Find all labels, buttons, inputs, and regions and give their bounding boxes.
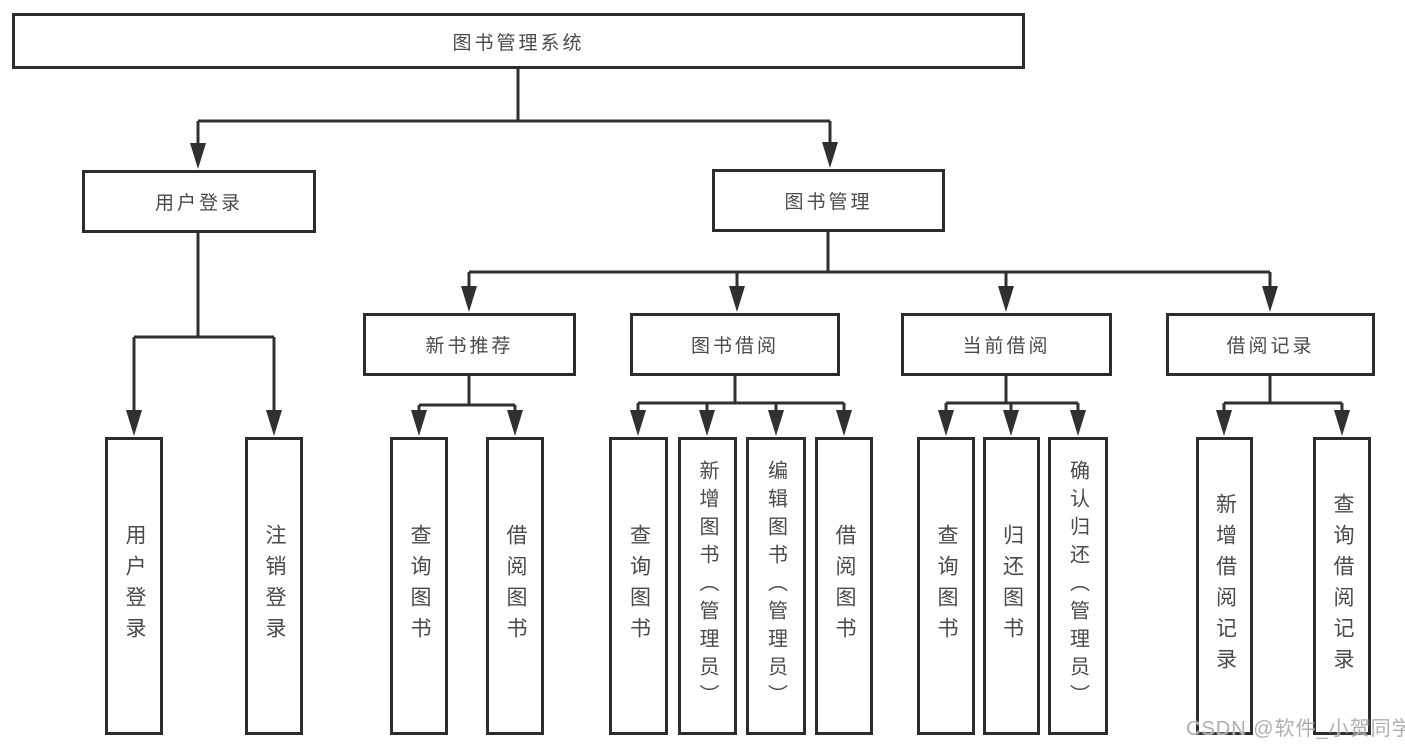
node-label: 新增借阅记录 — [1213, 493, 1237, 679]
arrowhead-icons — [126, 142, 1350, 436]
node-label: 用户登录 — [154, 193, 243, 214]
leaf-add-borrow-record: 新增借阅记录 — [1196, 437, 1253, 735]
node-label: 借阅记录 — [1226, 336, 1315, 357]
node-label: 编辑图书（管理员） — [764, 460, 787, 712]
leaf-logout: 注销登录 — [245, 437, 303, 735]
node-label: 图书借阅 — [690, 336, 779, 357]
node-new-book-recommend: 新书推荐 — [363, 313, 576, 376]
node-label: 查询图书 — [408, 524, 431, 648]
node-book-borrow: 图书借阅 — [630, 313, 840, 376]
node-label: 归还图书 — [1000, 524, 1024, 648]
leaf-edit-books-admin: 编辑图书（管理员） — [746, 437, 806, 735]
node-label: 用户登录 — [123, 524, 146, 648]
node-library-management-system: 图书管理系统 — [12, 13, 1025, 69]
leaf-add-books-admin: 新增图书（管理员） — [678, 437, 737, 735]
node-label: 注销登录 — [263, 524, 286, 648]
leaf-query-borrow-record: 查询借阅记录 — [1313, 437, 1371, 735]
node-user-login: 用户登录 — [82, 170, 316, 233]
node-label: 图书管理 — [784, 192, 873, 213]
node-label: 借阅图书 — [833, 524, 856, 648]
leaf-query-books: 查询图书 — [609, 437, 668, 735]
node-label: 新增图书（管理员） — [696, 460, 718, 712]
leaf-borrow-books: 借阅图书 — [486, 437, 544, 735]
node-label: 查询借阅记录 — [1331, 493, 1354, 679]
node-label: 新书推荐 — [425, 336, 514, 357]
node-label: 查询图书 — [627, 524, 651, 648]
leaf-query-books: 查询图书 — [390, 437, 448, 735]
node-label: 图书管理系统 — [452, 32, 585, 54]
node-borrow-records: 借阅记录 — [1166, 313, 1375, 376]
node-label: 确认归还（管理员） — [1066, 460, 1089, 712]
leaf-confirm-return-admin: 确认归还（管理员） — [1048, 437, 1108, 735]
node-book-management: 图书管理 — [712, 169, 945, 232]
node-label: 查询图书 — [935, 524, 958, 648]
node-current-borrow: 当前借阅 — [901, 313, 1112, 376]
csdn-watermark: CSDN @软件_小贺同学 — [1186, 718, 1405, 740]
leaf-query-books: 查询图书 — [917, 437, 975, 735]
leaf-user-login: 用户登录 — [105, 437, 163, 735]
node-label: 借阅图书 — [504, 524, 527, 648]
leaf-borrow-books: 借阅图书 — [815, 437, 873, 735]
node-label: 当前借阅 — [962, 336, 1051, 357]
leaf-return-books: 归还图书 — [983, 437, 1040, 735]
